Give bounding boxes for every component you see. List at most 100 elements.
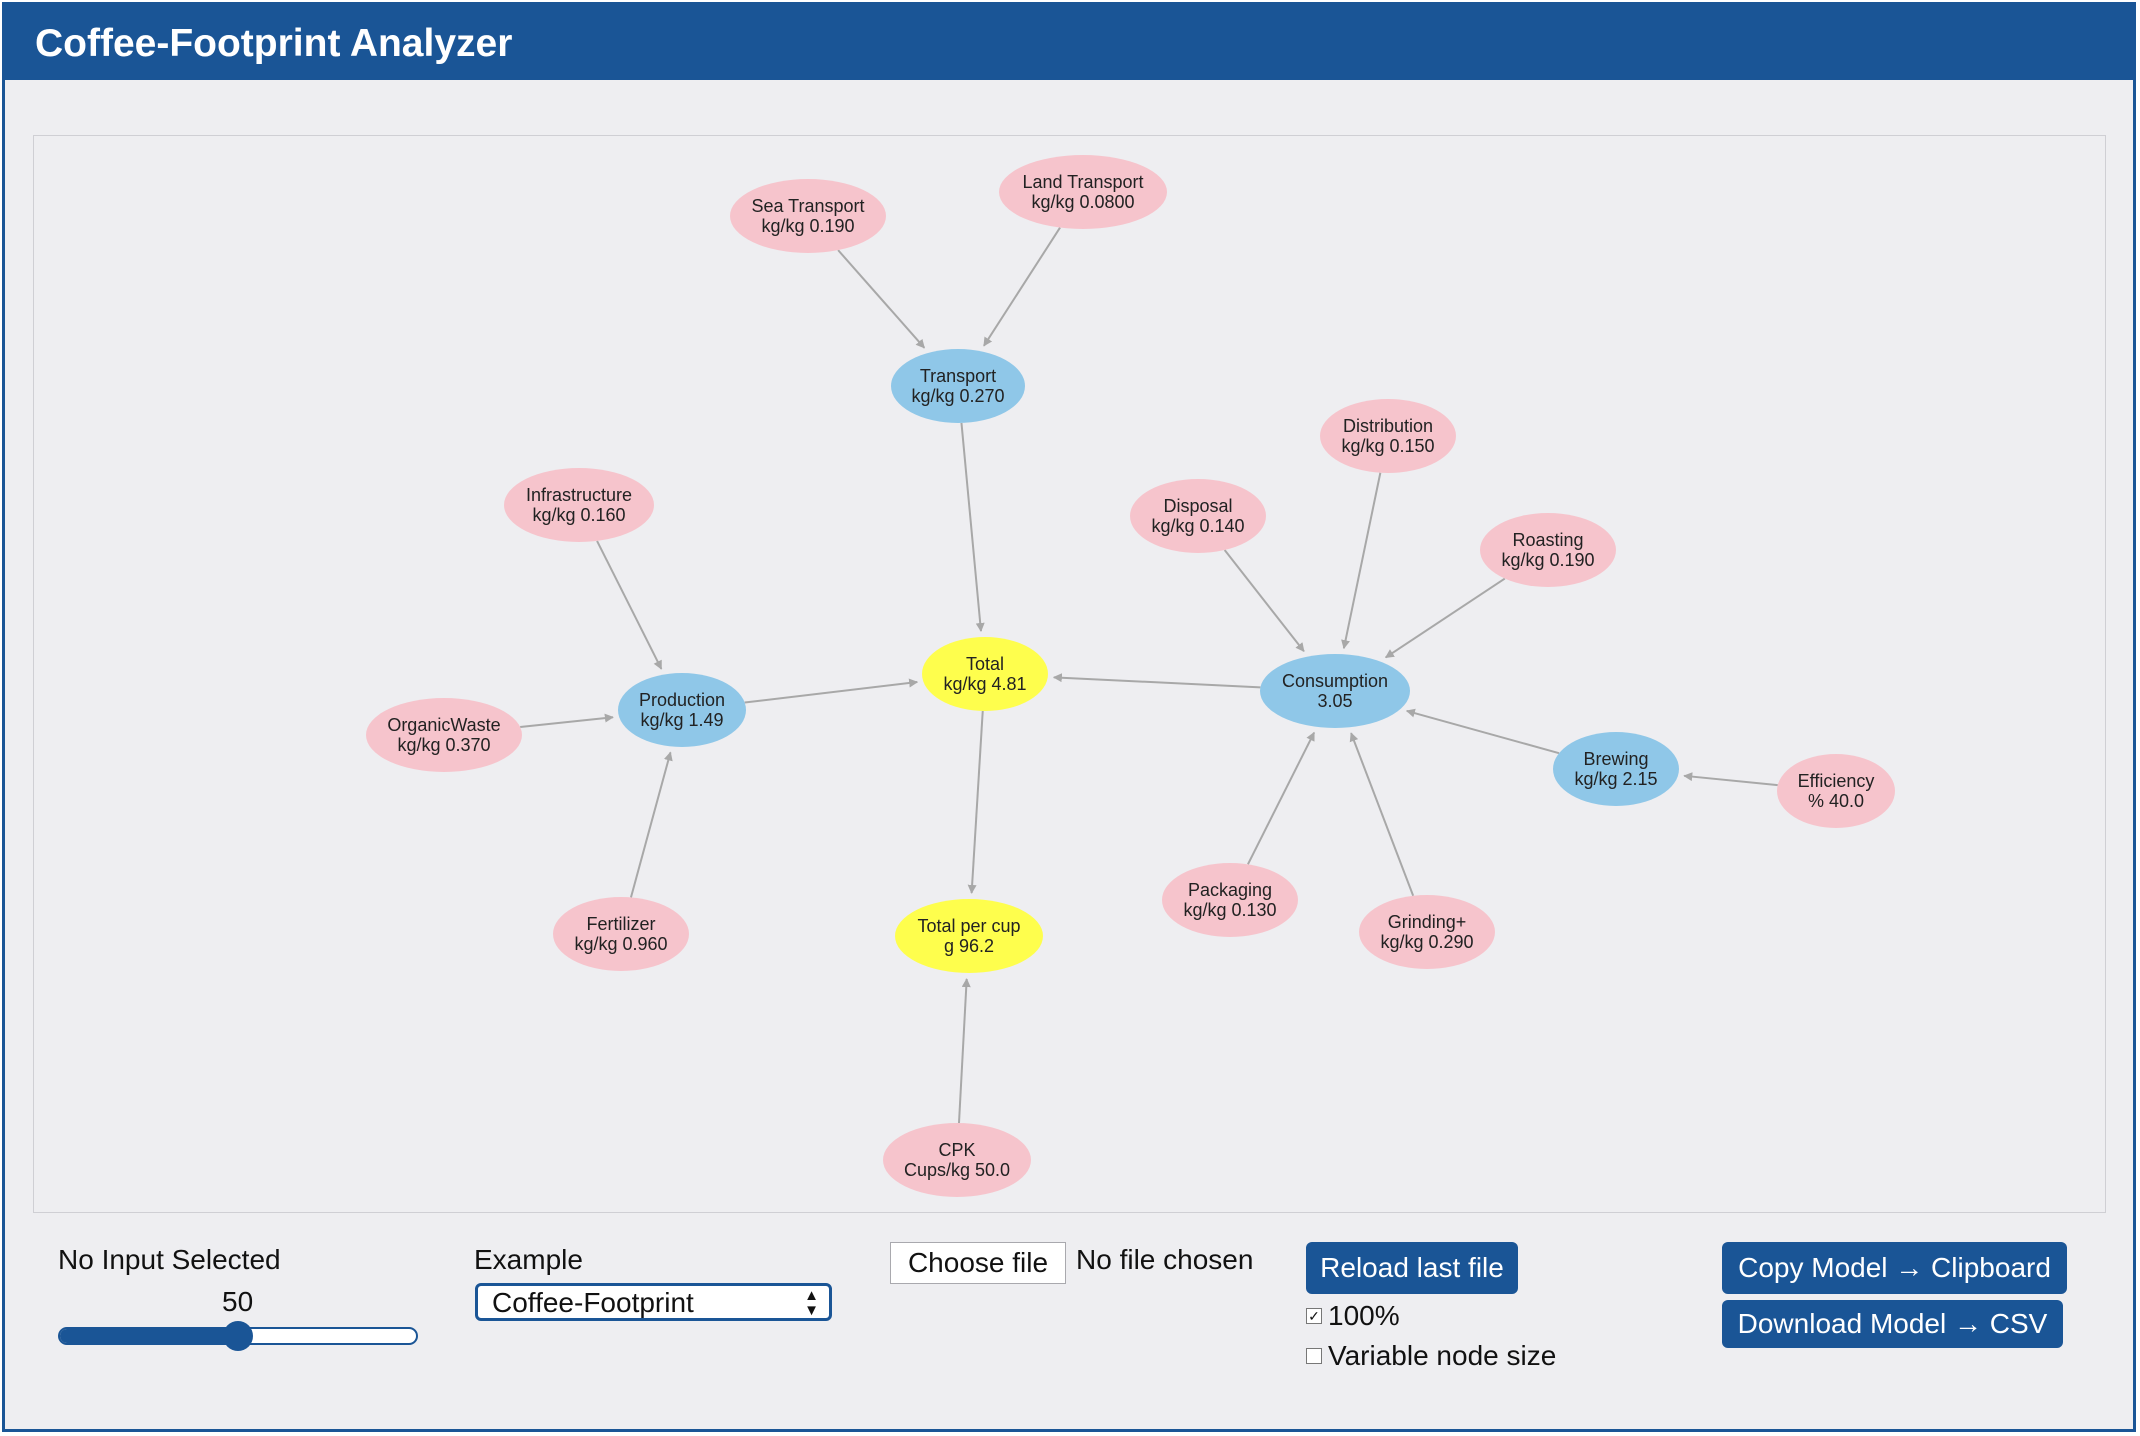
checkbox-variable-node-size-label: Variable node size (1328, 1340, 1557, 1371)
node-value: Cups/kg 50.0 (904, 1160, 1010, 1180)
choose-file-button[interactable]: Choose file (890, 1242, 1066, 1284)
edge-efficiency-to-brewing (1683, 772, 1778, 787)
edge-organic-waste-to-production (520, 713, 614, 728)
app-title: Coffee-Footprint Analyzer (35, 22, 513, 65)
node-shape[interactable] (366, 698, 522, 772)
node-name: OrganicWaste (387, 715, 500, 735)
file-status-text: No file chosen (1076, 1244, 1254, 1275)
node-shape[interactable] (618, 673, 746, 747)
slider-thumb[interactable] (223, 1321, 253, 1351)
node-value: kg/kg 0.140 (1151, 516, 1244, 536)
node-name: Grinding+ (1388, 912, 1467, 932)
node-shape[interactable] (922, 637, 1048, 711)
edge-disposal-to-consumption (1223, 549, 1305, 653)
node-value: kg/kg 0.0800 (1031, 192, 1134, 212)
node-shape[interactable] (730, 179, 886, 253)
node-name: Total (966, 654, 1004, 674)
node-efficiency[interactable]: Efficiency% 40.0 (1777, 754, 1895, 828)
input-status-label: No Input Selected (58, 1244, 281, 1275)
edge-cpk-to-total-per-cup (957, 978, 971, 1124)
node-name: Land Transport (1022, 172, 1143, 192)
node-shape[interactable] (553, 897, 689, 971)
node-name: Production (639, 690, 725, 710)
edge-fertilizer-to-production (630, 751, 673, 898)
node-value: g 96.2 (944, 936, 994, 956)
node-shape[interactable] (1777, 754, 1895, 828)
node-name: Distribution (1343, 416, 1433, 436)
value-slider[interactable] (58, 1321, 418, 1351)
node-value: 3.05 (1317, 691, 1352, 711)
node-value: kg/kg 0.270 (911, 386, 1004, 406)
node-name: Packaging (1188, 880, 1272, 900)
edge-transport-to-total (960, 422, 985, 632)
node-value: kg/kg 2.15 (1574, 769, 1657, 789)
node-name: Efficiency (1798, 771, 1875, 791)
select-arrows-icon: ▲▼ (804, 1287, 819, 1319)
reload-last-file-button[interactable]: Reload last file (1306, 1242, 1518, 1294)
node-name: Total per cup (917, 916, 1020, 936)
edge-total-to-total-per-cup (967, 710, 984, 894)
download-model-button[interactable]: Download Model → CSV (1722, 1300, 2063, 1348)
node-name: Consumption (1282, 671, 1388, 691)
node-value: kg/kg 0.290 (1380, 932, 1473, 952)
node-name: Transport (920, 366, 996, 386)
example-select[interactable]: Coffee-Footprint ▲▼ (475, 1283, 832, 1321)
edge-distribution-to-consumption (1341, 472, 1382, 650)
node-shape[interactable] (1260, 654, 1410, 728)
node-value: kg/kg 4.81 (943, 674, 1026, 694)
node-shape[interactable] (1359, 895, 1495, 969)
edge-infrastructure-to-production (596, 540, 663, 670)
node-shape[interactable] (883, 1123, 1031, 1197)
edge-land-transport-to-transport (983, 227, 1061, 347)
node-value: kg/kg 0.190 (761, 216, 854, 236)
node-shape[interactable] (1162, 863, 1298, 937)
node-shape[interactable] (891, 349, 1025, 423)
node-shape[interactable] (999, 155, 1167, 229)
node-value: kg/kg 0.960 (574, 934, 667, 954)
node-value: % 40.0 (1808, 791, 1864, 811)
edge-production-to-total (744, 678, 919, 704)
edge-consumption-to-total (1052, 673, 1261, 689)
node-name: Brewing (1583, 749, 1648, 769)
checkbox-variable-node-size[interactable] (1306, 1348, 1322, 1364)
node-shape[interactable] (504, 468, 654, 542)
example-selected-value: Coffee-Footprint (492, 1287, 694, 1318)
node-value: kg/kg 0.150 (1341, 436, 1434, 456)
checkbox-100[interactable]: ✓ (1306, 1308, 1322, 1324)
node-name: Fertilizer (586, 914, 655, 934)
node-shape[interactable] (895, 899, 1043, 973)
edge-brewing-to-consumption (1405, 708, 1560, 755)
example-label: Example (474, 1244, 583, 1275)
node-shape[interactable] (1320, 399, 1456, 473)
node-grinding[interactable]: Grinding+kg/kg 0.290 (1359, 895, 1495, 969)
node-shape[interactable] (1553, 732, 1679, 806)
node-name: Roasting (1512, 530, 1583, 550)
node-shape[interactable] (1480, 513, 1616, 587)
node-value: kg/kg 0.130 (1183, 900, 1276, 920)
node-name: Disposal (1163, 496, 1232, 516)
edge-roasting-to-consumption (1384, 577, 1506, 659)
node-shape[interactable] (1130, 479, 1266, 553)
copy-model-button[interactable]: Copy Model → Clipboard (1722, 1242, 2067, 1294)
checkbox-100-label: 100% (1328, 1300, 1400, 1331)
title-bar: Coffee-Footprint Analyzer (5, 5, 2133, 80)
edge-grinding-to-consumption (1349, 732, 1415, 897)
